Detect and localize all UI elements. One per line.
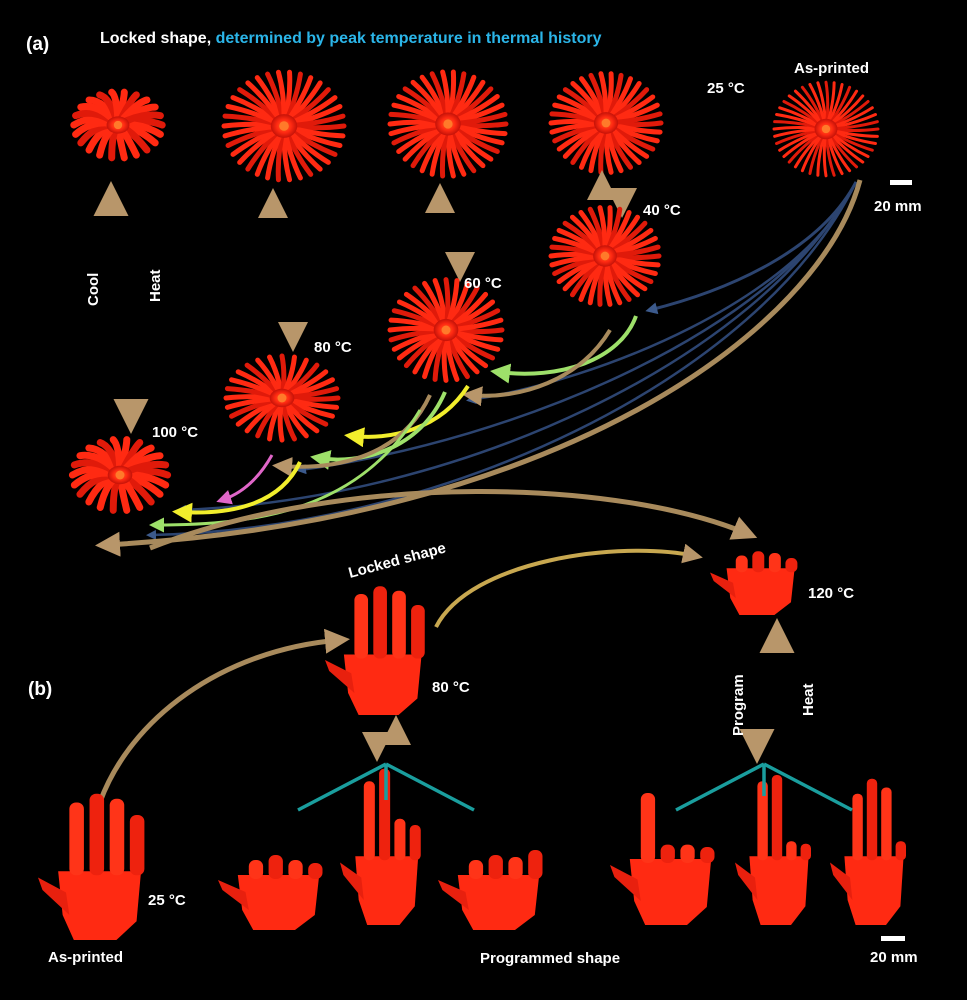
flower-heated-40c [548,205,662,307]
label-heat-b: Heat [800,683,817,716]
label-100c: 100 °C [152,424,198,441]
arrow-pair-60c [425,183,475,282]
hand-programmed-4 [610,793,715,925]
label-40c: 40 °C [643,202,681,219]
hand-programmed-2 [340,768,421,925]
flower-as-printed [772,80,880,178]
panel-a-title-white: Locked shape, [100,30,216,47]
label-80c-b: 80 °C [432,679,470,696]
scale-bar-a [890,180,912,185]
arrow-pair-80c [258,188,308,352]
flower-heated-100c [68,436,172,514]
panel-a-title: Locked shape, determined by peak tempera… [100,30,602,47]
hand-80c [325,586,425,715]
label-cool: Cool [85,273,102,306]
scale-bar-a-label: 20 mm [874,198,922,215]
branch-tree-120c [675,762,853,812]
flower-locked-100c [70,88,166,162]
label-locked-shape: Locked shape [347,540,448,582]
label-25c: 25 °C [707,80,745,97]
label-80c-a: 80 °C [314,339,352,356]
panel-a: (a) Locked shape, determined by peak tem… [26,30,922,557]
flower-locked-80c [221,69,347,183]
scale-bar-b [881,936,905,941]
arrow-pair-100c [93,181,149,434]
label-as-printed-a: As-printed [794,60,869,77]
label-120c: 120 °C [808,585,854,602]
arc-as-printed-to-80c [97,628,350,803]
flower-heated-60c [387,277,505,383]
flower-locked-60c [387,69,509,179]
panel-b: (b) Locked shape 120 °C 80 °C 25 °C Prog… [28,489,918,967]
arc-to-120c [149,489,758,551]
hand-programmed-5 [735,775,811,925]
hand-as-printed [38,793,145,940]
arrow-pair-40c [587,170,637,218]
hand-programmed-3 [438,850,543,930]
label-as-printed-b: As-printed [48,949,123,966]
scale-bar-b-label: 20 mm [870,949,918,966]
label-heat-a: Heat [147,269,164,302]
hand-programmed-6 [830,778,906,925]
branch-tree-80c [297,762,475,812]
transition-arrows [95,179,863,557]
panel-a-title-cyan: determined by peak temperature in therma… [216,30,602,47]
flower-locked-40c [548,71,664,175]
hand-120c [710,551,798,615]
label-programmed-shape: Programmed shape [480,950,620,967]
label-25c-b: 25 °C [148,892,186,909]
arc-80c-to-120c [434,543,703,628]
hand-programmed-1 [218,855,323,930]
flower-heated-80c [223,353,341,443]
label-60c: 60 °C [464,275,502,292]
panel-a-label: (a) [26,34,49,55]
label-program: Program [730,674,747,736]
panel-b-label: (b) [28,679,52,700]
